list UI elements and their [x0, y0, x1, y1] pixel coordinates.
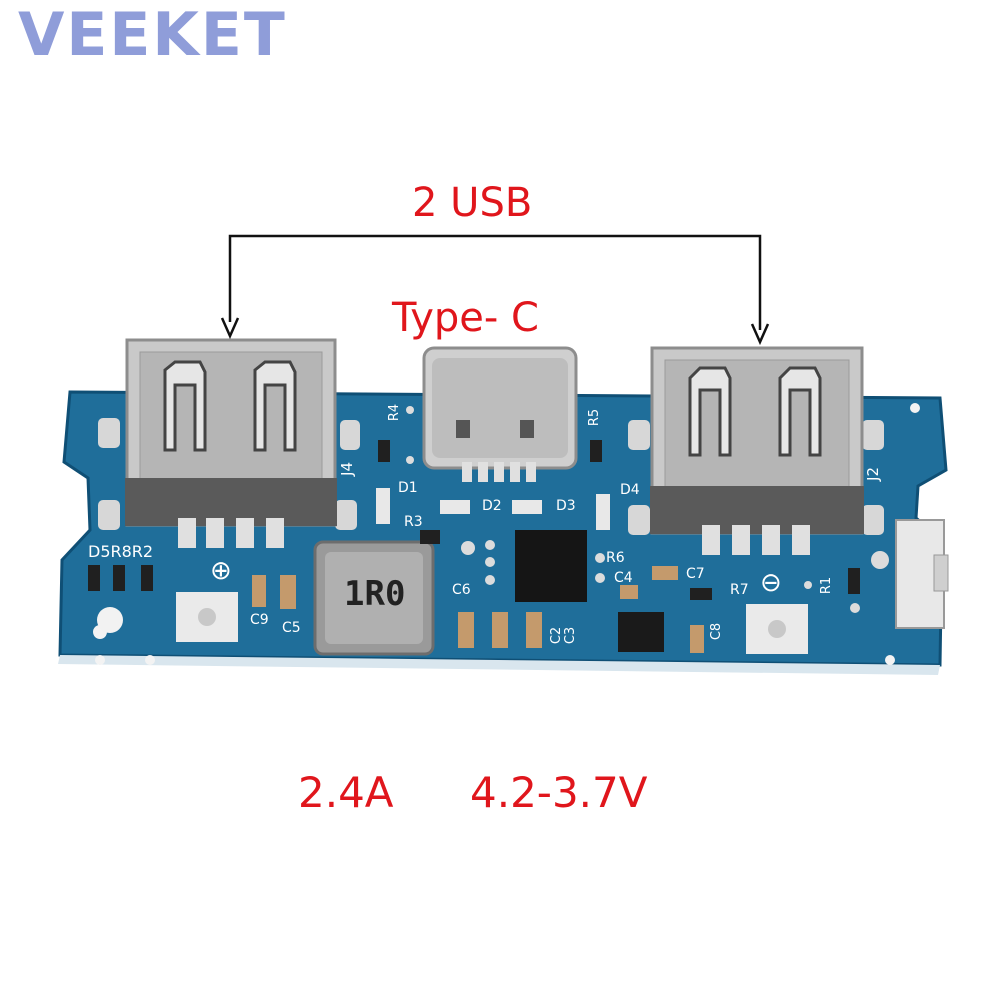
ref-r1: R1: [819, 576, 835, 595]
inductor-1r0: [313, 540, 435, 656]
ref-c6: C6: [452, 582, 471, 598]
ref-c7: C7: [686, 566, 705, 582]
ref-r7: R7: [730, 582, 749, 598]
current-label: 2.4A: [298, 768, 394, 817]
ref-r3: R3: [404, 514, 423, 530]
minus-symbol: ⊖: [760, 568, 782, 598]
plus-symbol: ⊕: [210, 556, 232, 586]
ref-d1: D1: [398, 480, 418, 496]
ref-r4: R4: [387, 403, 403, 422]
smd-parts: [252, 566, 704, 653]
voltage-label: 4.2-3.7V: [470, 768, 648, 817]
usb-type-c: [422, 346, 578, 482]
arrow-right-icon: [750, 323, 770, 346]
smd-resistors: [88, 440, 860, 600]
ref-c4: C4: [614, 570, 633, 586]
inductor-label: 1R0: [344, 574, 406, 614]
ref-c2: C2: [549, 626, 565, 645]
usb-count-label: 2 USB: [412, 180, 533, 226]
ref-c5: C5: [282, 620, 301, 636]
brand-watermark: VEEKET: [18, 0, 287, 70]
callout-bracket: [228, 234, 762, 330]
usb-left-ref: J4: [337, 462, 356, 476]
ref-c8: C8: [709, 622, 725, 641]
left-cluster-ref: D5R8R2: [88, 542, 154, 561]
ref-r5: R5: [587, 408, 603, 427]
leds: [376, 488, 610, 530]
type-c-label: Type- C: [392, 295, 539, 341]
usb-right-ref: J2: [863, 467, 882, 481]
vias: [406, 406, 889, 613]
tactile-switch: [895, 519, 949, 629]
ref-d3: D3: [556, 498, 576, 514]
ref-c9: C9: [250, 612, 269, 628]
ref-c3: C3: [563, 626, 579, 645]
arrow-left-icon: [220, 317, 240, 340]
usb-a-right: [628, 346, 884, 555]
ref-d2: D2: [482, 498, 502, 514]
ic-chip: [515, 530, 587, 602]
ref-d4: D4: [620, 482, 640, 498]
pcb-edge: [58, 655, 940, 675]
ref-r6: R6: [606, 550, 625, 566]
usb-a-left: [98, 338, 360, 548]
mosfet: [618, 612, 664, 652]
